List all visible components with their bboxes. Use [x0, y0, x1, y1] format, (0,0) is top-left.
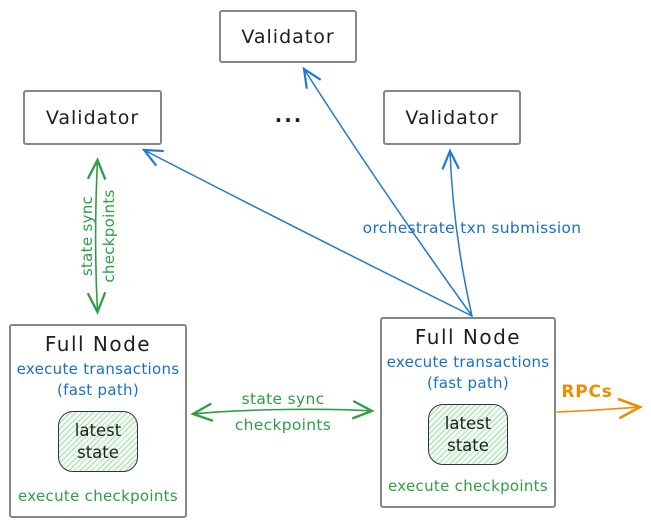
full-node-right-state-line2: state [447, 435, 489, 455]
more-validators-ellipsis: ... [274, 103, 304, 127]
state-sync-horizontal-label: state sync checkpoints [235, 386, 331, 438]
state-sync-vertical-label-line1: state sync [78, 195, 96, 277]
full-node-left-exec-line2: (fast path) [56, 380, 140, 399]
state-sync-vertical-label: state sync checkpoints [76, 189, 120, 282]
state-sync-horizontal-label-line1: state sync [241, 390, 325, 408]
validator-box-top: Validator [219, 10, 357, 63]
full-node-left-state-line1: latest [74, 421, 122, 441]
full-node-box-right: Full Node execute transactions (fast pat… [380, 317, 556, 508]
state-sync-arrow-horizontal [190, 400, 375, 422]
orchestrate-arrow-to-right-validator [450, 151, 473, 317]
orchestrate-arrow-to-top-validator [304, 69, 473, 317]
validator-box-right: Validator [383, 90, 521, 145]
validator-box-left: Validator [23, 90, 162, 145]
orchestrate-arrow-to-left-validator [144, 150, 473, 317]
full-node-left-exec-line1: execute transactions [16, 360, 180, 378]
full-node-right-state-line1: latest [444, 414, 492, 434]
full-node-right-footer: execute checkpoints [388, 477, 548, 495]
full-node-left-footer: execute checkpoints [18, 487, 178, 505]
full-node-left-exec-text: execute transactions (fast path) [17, 359, 180, 400]
rpcs-label: RPCs [561, 382, 613, 402]
validator-top-label: Validator [241, 25, 335, 48]
full-node-right-title: Full Node [414, 325, 522, 349]
validator-left-label: Validator [45, 106, 140, 129]
full-node-left-latest-state-box: latest state [58, 411, 138, 473]
state-sync-vertical-label-line2: checkpoints [100, 189, 118, 283]
validator-right-label: Validator [405, 106, 499, 129]
full-node-right-latest-state-box: latest state [428, 404, 508, 466]
full-node-left-title: Full Node [44, 332, 152, 356]
full-node-box-left: Full Node execute transactions (fast pat… [9, 324, 187, 518]
full-node-left-state-line2: state [77, 442, 119, 462]
full-node-right-exec-line2: (fast path) [426, 373, 510, 392]
rpcs-arrow [556, 407, 640, 412]
full-node-right-exec-text: execute transactions (fast path) [387, 352, 550, 393]
full-node-right-exec-line1: execute transactions [386, 353, 550, 371]
state-sync-horizontal-label-line2: checkpoints [234, 416, 332, 434]
state-sync-arrow-vertical [87, 157, 107, 315]
orchestrate-txn-submission-label: orchestrate txn submission [362, 219, 582, 237]
